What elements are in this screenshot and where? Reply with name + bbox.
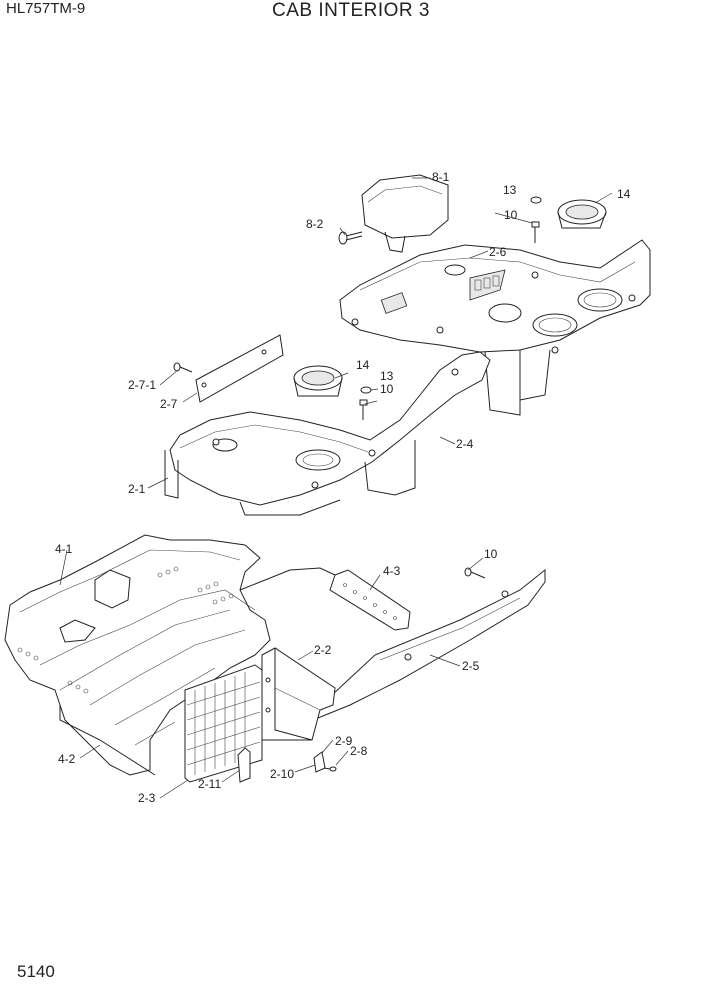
callout-14-lower: 14 [356,358,370,372]
callout-2-7-1: 2-7-1 [128,378,156,392]
callout-2-5: 2-5 [462,659,480,673]
callout-13-upper: 13 [503,183,517,197]
left-console [164,351,491,516]
bolt-lower [359,399,368,420]
callout-2-7: 2-7 [160,397,178,411]
callout-2-10: 2-10 [270,767,294,781]
cup-holder-lower [293,365,343,397]
callout-4-1: 4-1 [55,542,73,556]
bolt-side-panel [464,567,486,579]
callout-4-2: 4-2 [58,752,76,766]
screw-2-8 [323,766,337,772]
callout-2-4: 2-4 [456,437,474,451]
callout-10-upper: 10 [504,208,518,222]
callout-labels: 8-1 8-2 13 10 14 2-6 2-7-1 2-7 14 13 10 … [55,170,631,805]
callout-10-lower: 10 [380,382,394,396]
callout-4-3: 4-3 [383,564,401,578]
floor-edge [239,567,336,591]
bracket-box [261,647,336,741]
upper-console [339,239,651,416]
knob [338,231,363,245]
callout-2-6: 2-6 [489,245,507,259]
leader-lines [59,177,613,799]
floor-mat [4,534,271,776]
callout-8-1: 8-1 [432,170,450,184]
washer-upper [530,196,542,204]
callout-14-upper: 14 [617,187,631,201]
latch [237,747,251,783]
cup-holder-upper [557,199,607,229]
callout-13-lower: 13 [380,369,394,383]
side-panel [317,568,546,719]
callout-2-1: 2-1 [128,482,146,496]
callout-10-floor: 10 [484,547,498,561]
page-number: 5140 [17,962,55,981]
armrest-pad [361,174,449,253]
floor-strip [329,569,411,631]
callout-2-2: 2-2 [314,643,332,657]
callout-2-9: 2-9 [335,734,353,748]
callout-2-3: 2-3 [138,791,156,805]
callout-2-8: 2-8 [350,744,368,758]
callout-2-11: 2-11 [198,777,221,791]
washer-lower [360,386,372,394]
bolt-upper [531,221,540,243]
page-title: CAB INTERIOR 3 [272,0,430,21]
hinge-plate [313,751,326,773]
callout-8-2: 8-2 [306,217,324,231]
cover-plate [195,334,284,403]
model-code: HL757TM-9 [6,0,86,17]
